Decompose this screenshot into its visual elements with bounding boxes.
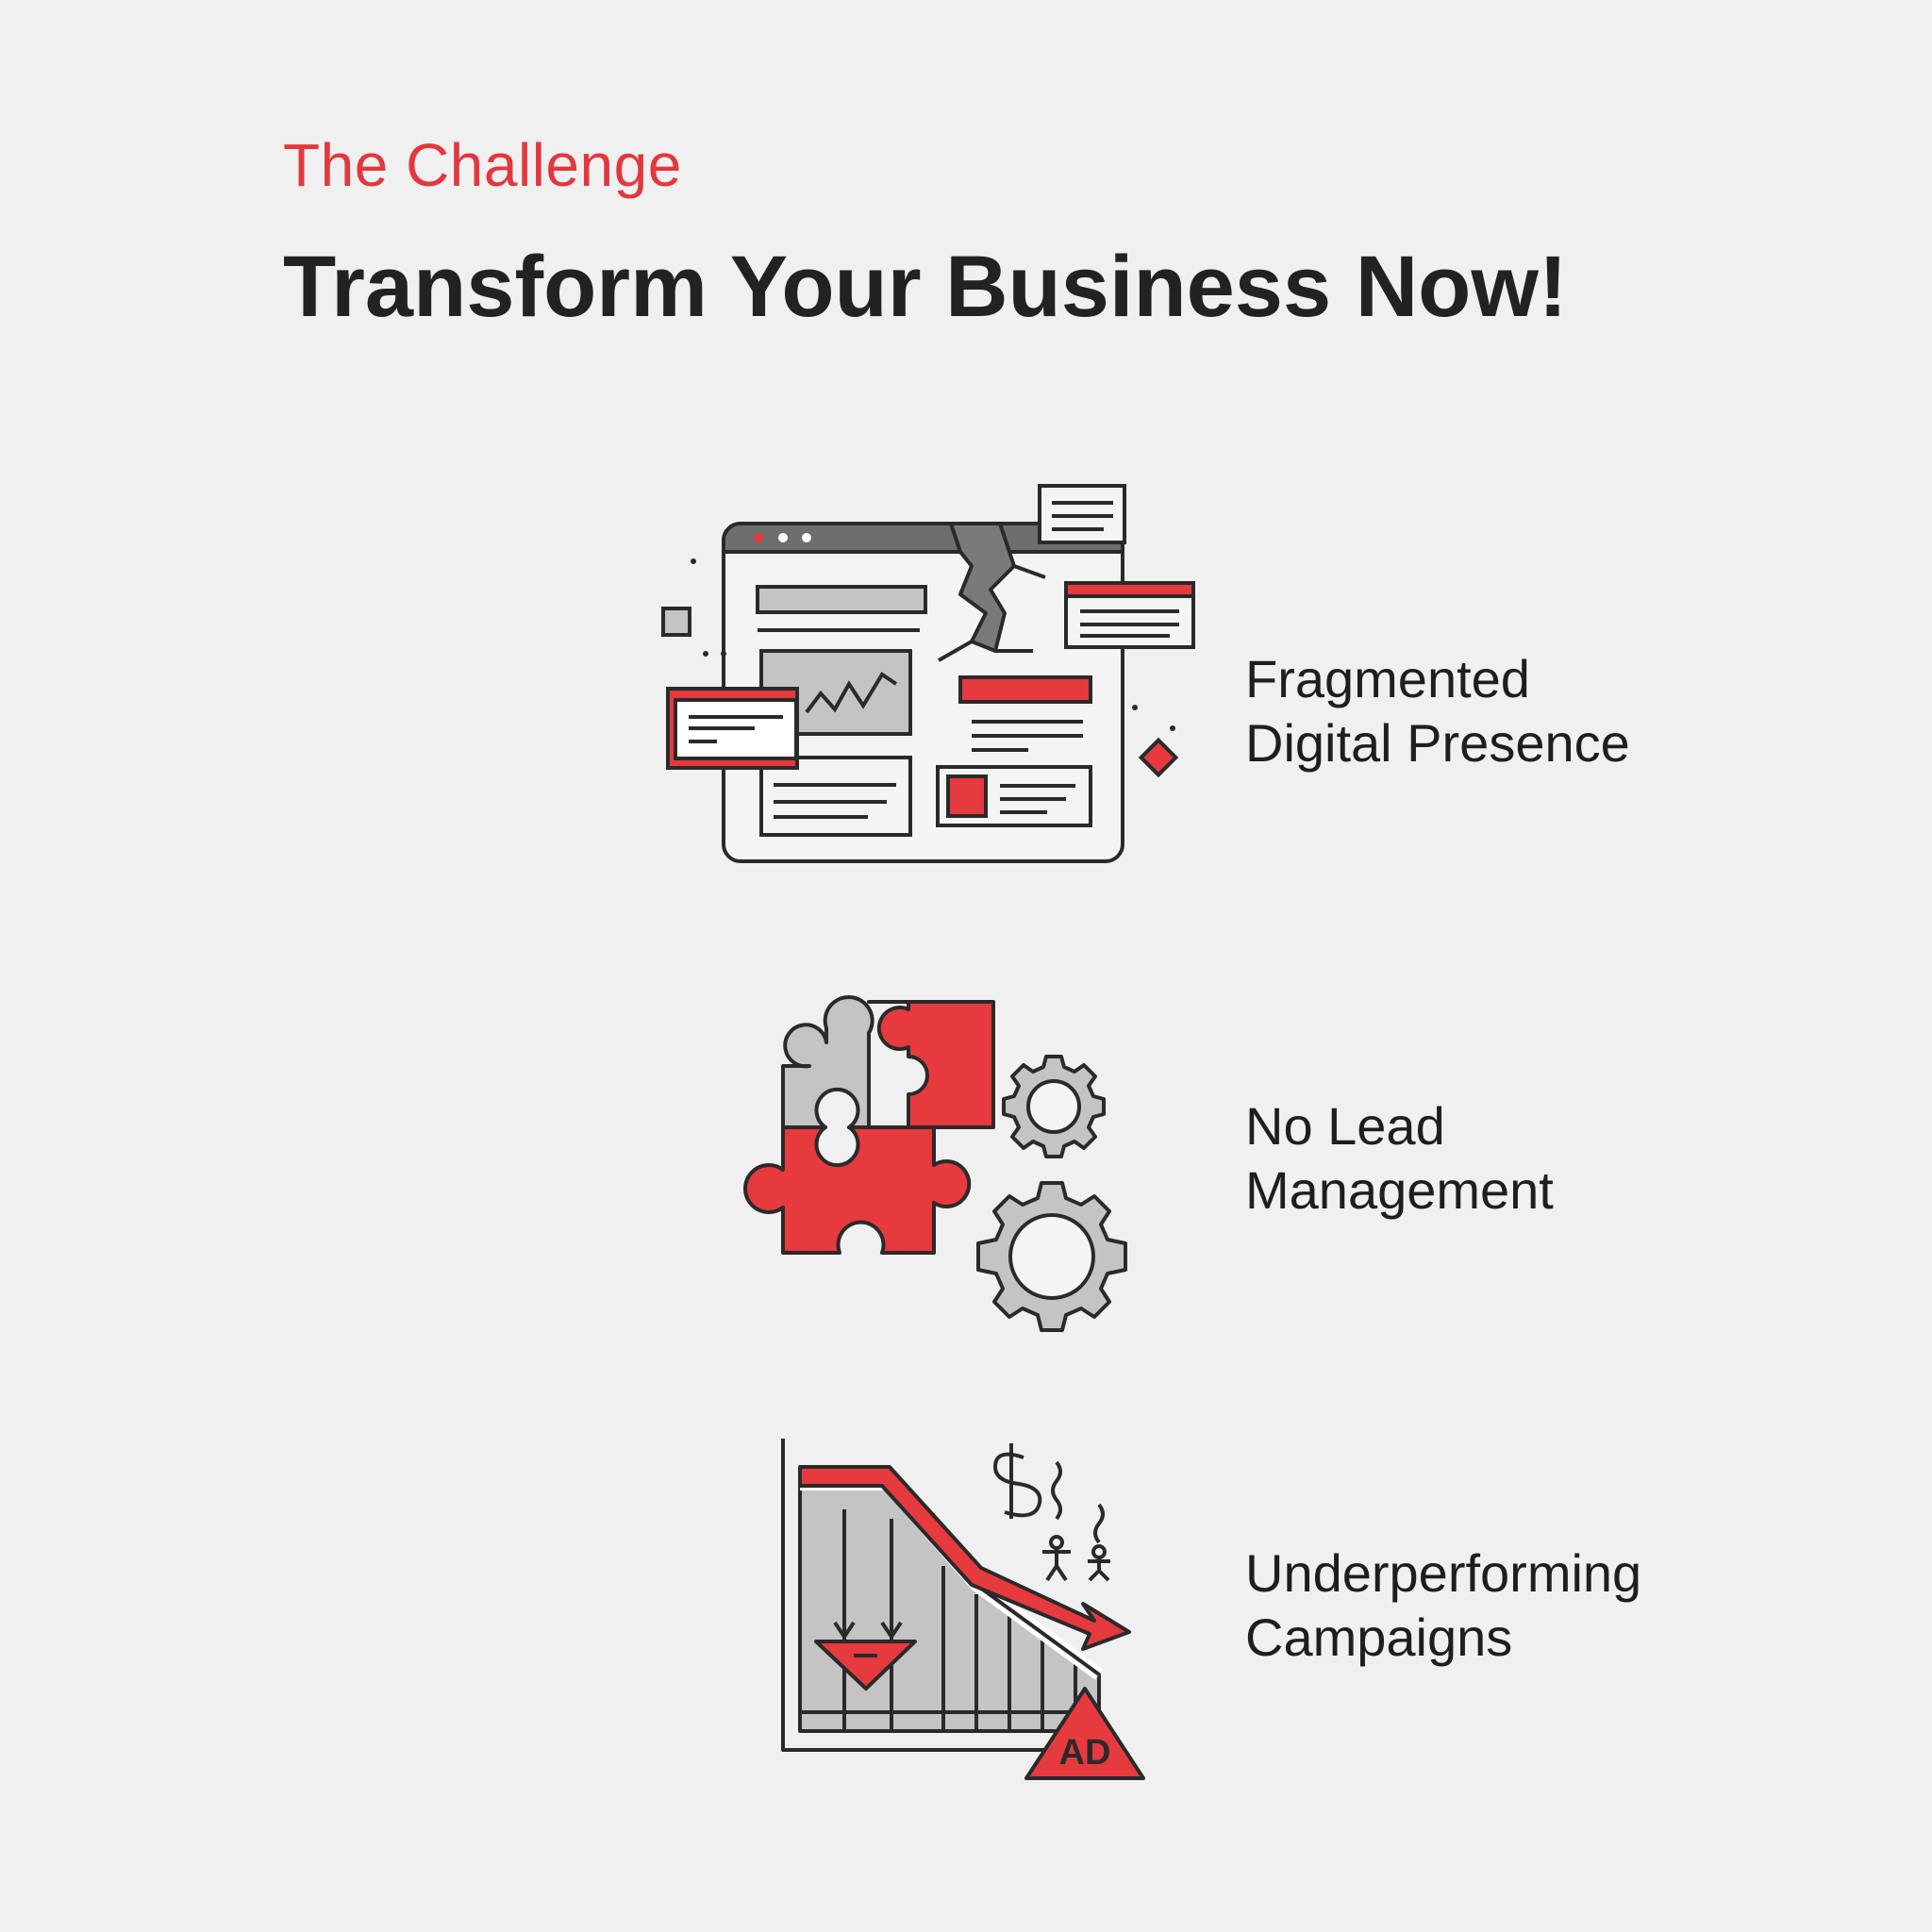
ad-badge-text: AD xyxy=(1059,1733,1111,1773)
declining-chart-icon: AD xyxy=(781,1439,1145,1780)
broken-website-icon xyxy=(661,484,1195,863)
challenge-label-underperforming-campaigns: Underperforming Campaigns xyxy=(1245,1541,1641,1670)
challenge-label-fragmented-presence: Fragmented Digital Presence xyxy=(1245,647,1630,775)
challenge-label-line2: Digital Presence xyxy=(1245,713,1630,773)
challenge-label-no-lead-management: No Lead Management xyxy=(1245,1094,1554,1223)
puzzle-gears-icon xyxy=(743,994,1127,1332)
challenge-label-line2: Campaigns xyxy=(1245,1607,1513,1667)
challenge-label-line1: No Lead xyxy=(1245,1096,1445,1156)
section-eyebrow: The Challenge xyxy=(283,131,682,199)
challenge-label-line1: Underperforming xyxy=(1245,1543,1642,1603)
page-title: Transform Your Business Now! xyxy=(283,239,1568,335)
challenge-label-line1: Fragmented xyxy=(1245,649,1530,708)
challenge-label-line2: Management xyxy=(1245,1160,1554,1220)
